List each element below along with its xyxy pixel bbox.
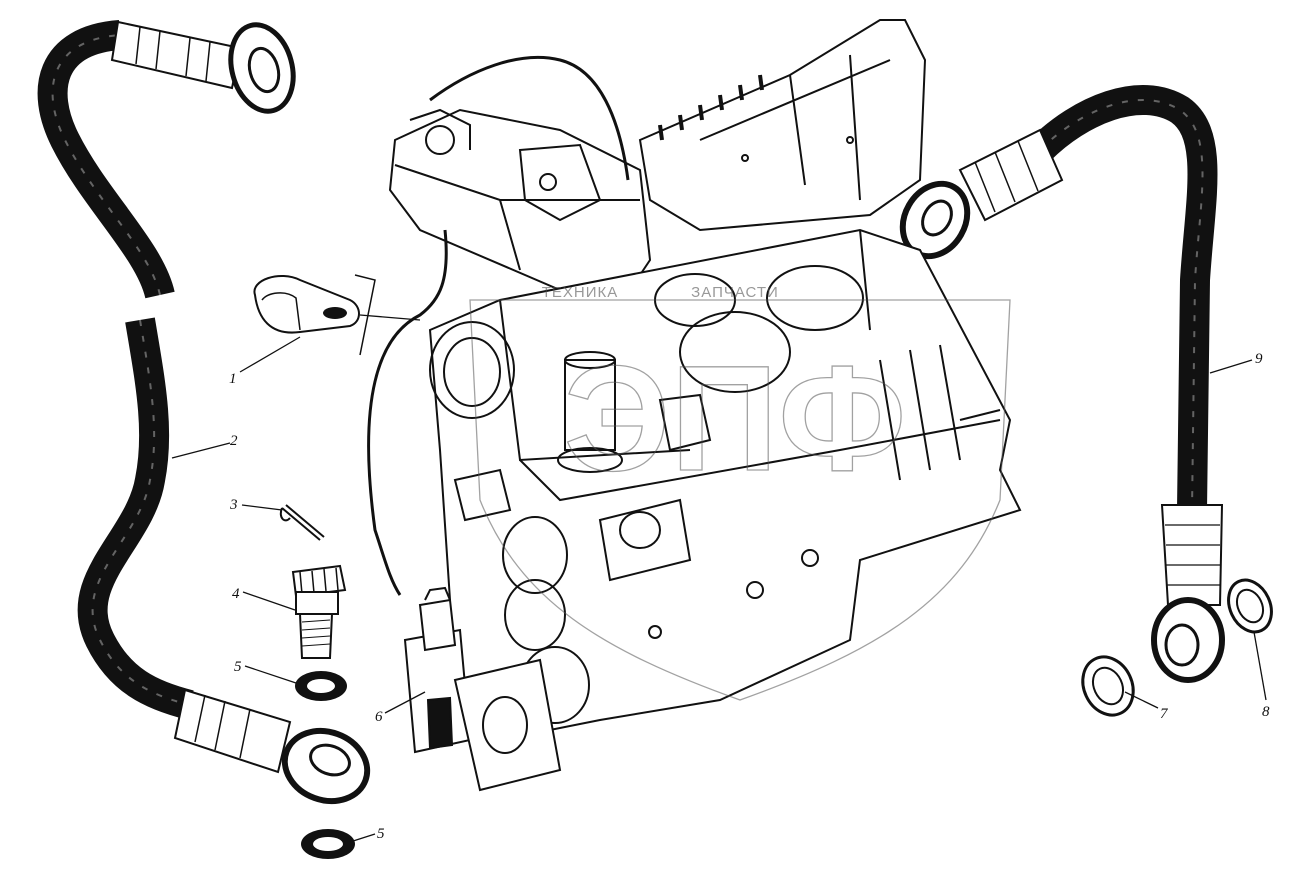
watermark-caption-left: ТЕХНИКА [542, 284, 619, 301]
watermark-emblem-letters: ЭПФ [564, 334, 907, 502]
banjo-bolt [291, 564, 347, 659]
callout-5-upper: 5 [234, 659, 242, 675]
hose-left-upper-fitting [110, 20, 296, 114]
callout-9: 9 [1255, 351, 1263, 367]
engine-block [367, 19, 1022, 792]
callout-7: 7 [1160, 706, 1169, 722]
sealing-washer-upper [295, 671, 347, 701]
callout-4: 4 [232, 586, 240, 602]
callout-5-lower: 5 [377, 826, 385, 842]
hose-left-lower [77, 317, 194, 720]
hose-left-lower-fitting [173, 688, 371, 805]
sealing-washer-7 [1081, 655, 1135, 717]
hose-clamp [253, 274, 376, 356]
sealing-washer-8 [1227, 578, 1273, 634]
watermark: ЭПФ ТЕХНИКА ЗАПЧАСТИ [469, 284, 1011, 701]
callout-labels: 1 2 3 4 5 5 6 7 8 9 [229, 351, 1270, 842]
callout-1: 1 [229, 371, 237, 387]
hose-left-upper [37, 20, 175, 300]
callout-6: 6 [375, 709, 383, 725]
hose-right-top-fitting [899, 128, 1064, 260]
leader-lines [171, 314, 1267, 843]
callout-2: 2 [230, 433, 238, 449]
watermark-caption-right: ЗАПЧАСТИ [691, 284, 779, 301]
sealing-washer-lower [301, 829, 355, 859]
hose-right-bottom-fitting [1151, 504, 1225, 683]
cotter-pin [279, 504, 325, 541]
hose-right [1029, 85, 1218, 511]
callout-8: 8 [1262, 704, 1270, 720]
callout-3: 3 [229, 497, 238, 513]
